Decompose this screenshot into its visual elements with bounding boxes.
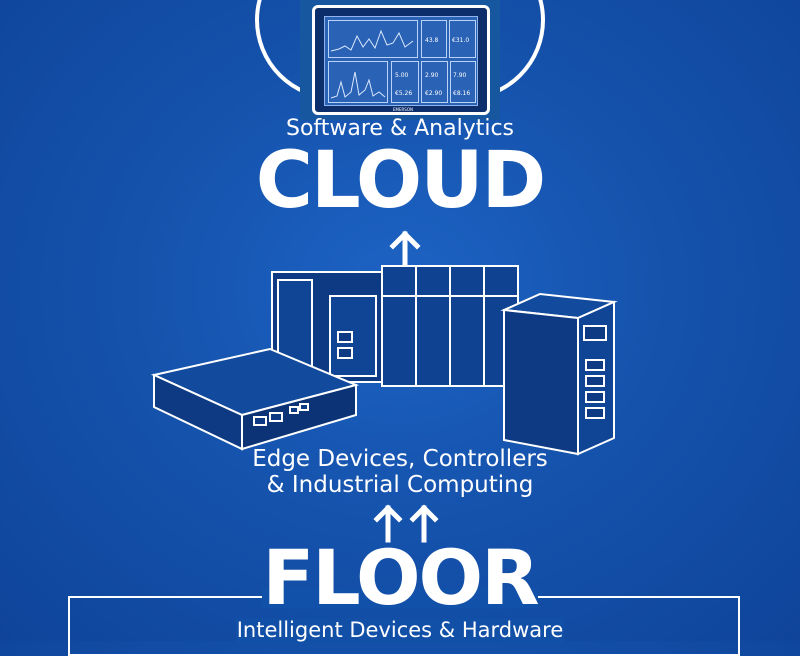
cloud-title: CLOUD (255, 136, 547, 226)
dashboard-chart-tile (328, 20, 418, 58)
dashboard-kpi-tile-2: €31.0 (449, 20, 476, 58)
floor-title: FLOOR (262, 533, 539, 622)
dashboard-kpi-tile-4: 2.90 €2.90 (421, 61, 448, 103)
dashboard-kpi-tile-3: 5.00 €5.26 (391, 61, 419, 103)
dashboard-value: €5.26 (395, 90, 413, 97)
floor-frame-gap (262, 588, 538, 608)
cloud-subtitle: Software & Analytics (285, 116, 515, 141)
dashboard-screen: 43.8 €31.0 5.00 €5.26 2.90 €2.90 7.90 €8… (324, 16, 478, 106)
dashboard-value: €31.0 (452, 37, 470, 44)
edge-label-line-1: Edge Devices, Controllers (252, 446, 548, 472)
arrow-up-to-cloud-icon (389, 230, 421, 271)
floor-subtitle-gap (236, 618, 564, 644)
dashboard-spike-chart (330, 71, 386, 99)
edge-label-line-2: & Industrial Computing (266, 472, 534, 498)
arrow-up-right-icon (409, 504, 439, 543)
arrow-up-left-icon (373, 504, 403, 543)
dashboard-tablet: 43.8 €31.0 5.00 €5.26 2.90 €2.90 7.90 €8… (312, 5, 490, 115)
dashboard-value: 43.8 (425, 37, 439, 44)
dashboard-value: 5.00 (395, 72, 409, 79)
dashboard-bar-tile (328, 61, 388, 103)
dashboard-kpi-tile-5: 7.90 €8.16 (450, 61, 476, 103)
dashboard-value: 2.90 (425, 72, 439, 79)
edge-device-icon (150, 347, 360, 451)
industrial-pc-icon (500, 292, 618, 456)
dashboard-value: €8.16 (453, 90, 471, 97)
dashboard-kpi-tile-1: 43.8 (421, 20, 447, 58)
dashboard-brand: EMERSON (393, 107, 413, 112)
dashboard-value: €2.90 (425, 90, 443, 97)
floor-subtitle: Intelligent Devices & Hardware (236, 618, 564, 642)
dashboard-value: 7.90 (453, 72, 467, 79)
dashboard-line-chart (330, 29, 414, 52)
